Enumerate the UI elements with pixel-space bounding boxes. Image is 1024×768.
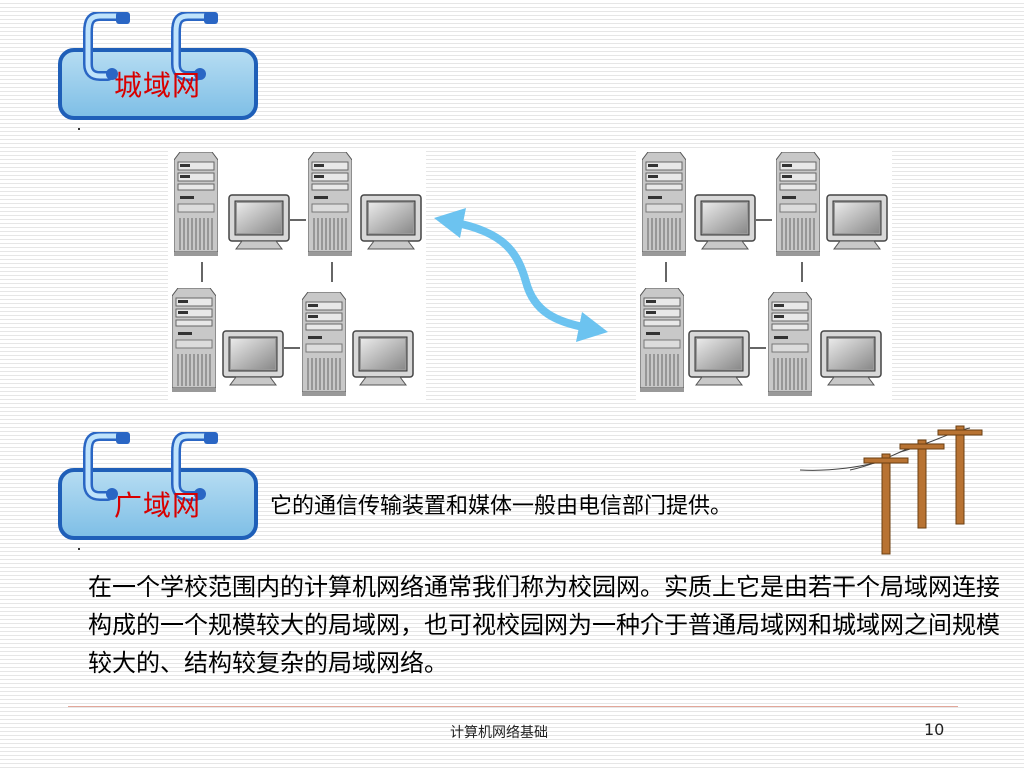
double-headed-arrow-icon [434,208,608,342]
wide-area-network-badge: 广域网 [58,432,258,542]
wan-caption: 它的通信传输装置和媒体一般由电信部门提供。 [270,494,733,519]
bullet-dot [78,548,80,550]
server-tower-icon [172,288,216,392]
network-cluster-left [168,148,426,400]
crt-monitor-icon [826,194,888,250]
server-tower-icon [642,152,686,256]
campus-network-paragraph: 在一个学校范围内的计算机网络通常我们称为校园网。实质上它是由若干个局域网连接构成… [88,573,1000,677]
bullet-dot [78,128,80,130]
network-diagram-left [172,152,422,396]
crt-monitor-icon [360,194,422,250]
server-tower-icon [640,288,684,392]
metro-area-network-badge: 城域网 [58,12,258,122]
page-number: 10 [924,720,945,739]
server-tower-icon [308,152,352,256]
badge-label-wan: 广域网 [114,489,202,522]
telephone-pole-icon [800,425,983,555]
footer-divider [68,706,958,707]
crt-monitor-icon [694,194,756,250]
badge-label-metro: 城域网 [114,69,202,102]
network-cluster-right [636,148,892,400]
network-diagram-right [640,152,888,396]
crt-monitor-icon [228,194,290,250]
crt-monitor-icon [820,330,882,386]
crt-monitor-icon [222,330,284,386]
footer-title: 计算机网络基础 [450,725,548,741]
server-tower-icon [302,292,346,396]
crt-monitor-icon [688,330,750,386]
crt-monitor-icon [352,330,414,386]
server-tower-icon [768,292,812,396]
server-tower-icon [174,152,218,256]
server-tower-icon [776,152,820,256]
